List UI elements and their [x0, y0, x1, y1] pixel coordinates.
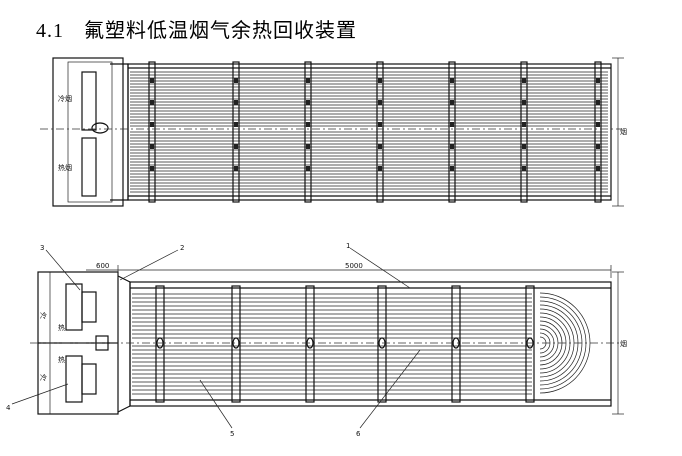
- top-frame-bolt: [450, 166, 454, 171]
- u-bend-tube: [539, 292, 591, 394]
- top-frame-bolt: [596, 122, 600, 127]
- top-frame-bolt: [522, 166, 526, 171]
- bottom-frame-post: [231, 285, 241, 403]
- top-frame-post: [148, 61, 156, 203]
- top-frame-bolt: [234, 100, 238, 105]
- top-flange-lower: [81, 137, 97, 197]
- top-frame-bolt: [522, 144, 526, 149]
- top-frame-bolt: [522, 122, 526, 127]
- bottom-frame-post: [305, 285, 315, 403]
- bottom-tube-bank: [132, 293, 532, 395]
- top-frame-post: [520, 61, 528, 203]
- callout-4: 4: [6, 404, 11, 412]
- top-inlet-box: [52, 57, 124, 207]
- callout-6: 6: [356, 430, 361, 438]
- top-frame-bolt: [306, 166, 310, 171]
- top-frame-bolt: [378, 78, 382, 83]
- top-side-label-cold: 冷烟: [58, 94, 72, 103]
- top-frame-bolt: [378, 144, 382, 149]
- page-title: 4.1 氟塑料低温烟气余热回收装置: [36, 14, 357, 43]
- callout-2-leader: [119, 249, 179, 281]
- top-frame-bolt: [234, 166, 238, 171]
- bottom-side-label-1: 冷: [40, 311, 47, 320]
- callout-3: 3: [40, 244, 44, 252]
- top-frame-bolt: [450, 144, 454, 149]
- top-frame-bolt: [522, 78, 526, 83]
- bottom-view-drawing: 5000 600 烟 冷 热 热 冷 3 2 1 4 5 6: [6, 242, 627, 438]
- top-flange-upper: [81, 71, 97, 131]
- top-frame-bolt: [378, 100, 382, 105]
- callout-5-leader: [199, 379, 233, 429]
- top-frame-bolt: [450, 100, 454, 105]
- callout-1-leader: [349, 247, 411, 289]
- bottom-side-label-3: 热: [58, 355, 65, 364]
- bottom-frame-post: [377, 285, 387, 403]
- section-title: 氟塑料低温烟气余热回收装置: [84, 18, 357, 42]
- bottom-dim-top-text: 5000: [345, 262, 363, 270]
- top-frame-post: [448, 61, 456, 203]
- top-inlet-inner: [67, 61, 113, 203]
- bottom-right-label: 烟: [620, 339, 627, 348]
- top-frame-bolt: [596, 100, 600, 105]
- callout-6-leader: [359, 349, 421, 429]
- top-frame-bolt: [306, 122, 310, 127]
- bottom-side-label-2: 热: [58, 323, 65, 332]
- top-frame-bolt: [150, 144, 154, 149]
- callout-4-leader: [11, 383, 69, 405]
- top-right-label: 烟: [620, 127, 627, 136]
- top-frame-bolt: [306, 144, 310, 149]
- bottom-frame-supports: [155, 285, 535, 403]
- top-frame-bolt: [596, 78, 600, 83]
- callout-1: 1: [346, 242, 350, 250]
- bottom-transition: [117, 275, 131, 413]
- top-transition: [110, 63, 129, 201]
- bottom-flange-upper: [65, 283, 83, 331]
- top-frame-post: [594, 61, 602, 203]
- top-frame-bolt: [234, 122, 238, 127]
- top-view-drawing: 烟 冷烟 热烟: [40, 57, 627, 207]
- top-frame-bolt: [378, 122, 382, 127]
- top-frame-post: [376, 61, 384, 203]
- callout-5: 5: [230, 430, 234, 438]
- top-frame-bolt: [522, 100, 526, 105]
- top-nozzle: [91, 122, 109, 134]
- top-frame-bolt: [450, 122, 454, 127]
- top-side-label-hot: 热烟: [58, 163, 72, 172]
- top-tube-bank: [130, 71, 608, 193]
- top-frame-post: [304, 61, 312, 203]
- top-frame-bolt: [596, 166, 600, 171]
- top-frame-bolt: [596, 144, 600, 149]
- bottom-main-body: [129, 281, 612, 407]
- bottom-dim-left-text: 600: [96, 262, 109, 270]
- top-frame-bolt: [306, 100, 310, 105]
- bottom-frame-post: [451, 285, 461, 403]
- top-frame-bolt: [450, 78, 454, 83]
- top-frame-bolt: [234, 78, 238, 83]
- top-frame-post: [232, 61, 240, 203]
- bottom-flange-lower: [65, 355, 83, 403]
- bottom-frame-post: [155, 285, 165, 403]
- top-frame-bolt: [378, 166, 382, 171]
- top-main-body: [127, 63, 612, 201]
- top-frame-bolt: [150, 78, 154, 83]
- top-frame-bolt: [150, 100, 154, 105]
- top-frame-supports: [148, 61, 602, 203]
- top-frame-bolt: [150, 122, 154, 127]
- top-frame-bolt: [234, 144, 238, 149]
- bottom-side-label-4: 冷: [40, 373, 47, 382]
- top-frame-bolt: [150, 166, 154, 171]
- bottom-frame-post: [525, 285, 535, 403]
- callout-3-leader: [45, 249, 81, 291]
- callout-2: 2: [180, 244, 184, 252]
- section-number: 4.1: [36, 20, 64, 42]
- top-frame-bolt: [306, 78, 310, 83]
